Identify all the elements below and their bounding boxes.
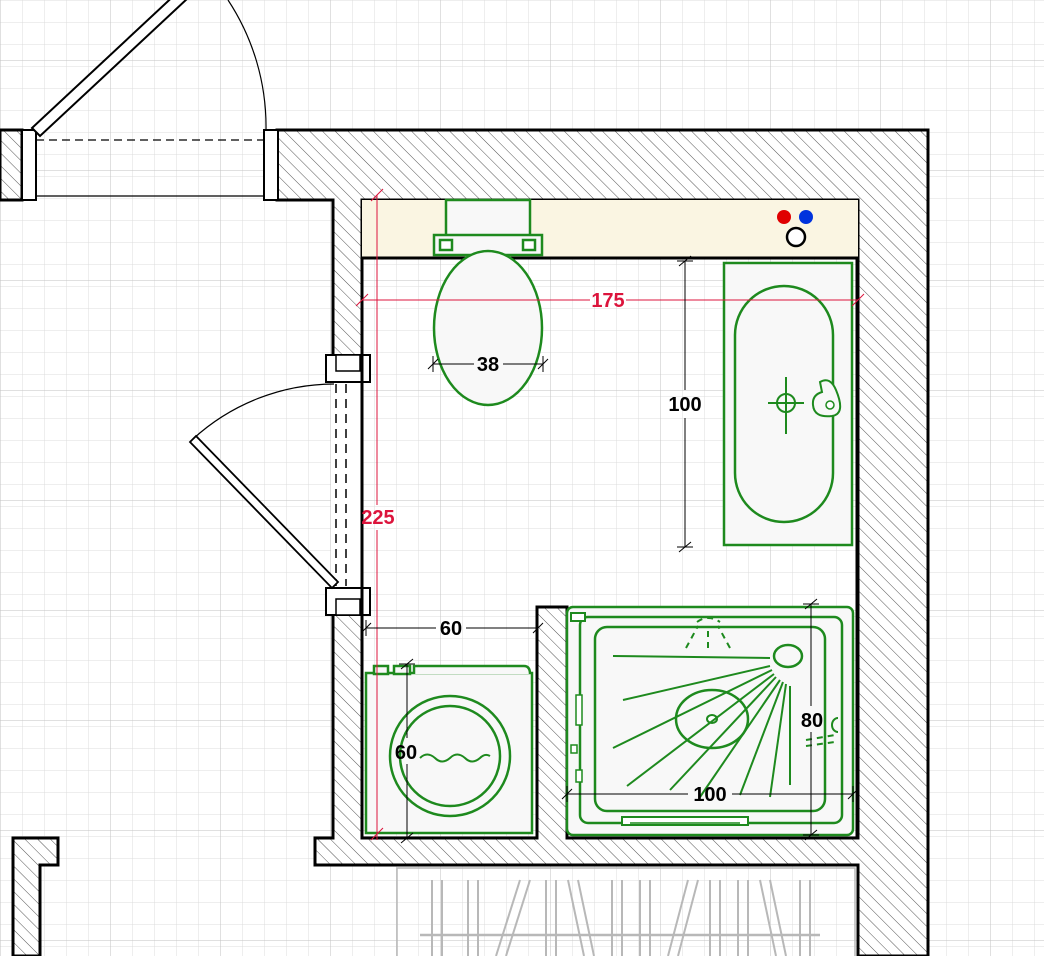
dimension-sink bbox=[677, 255, 693, 553]
washbasin-icon bbox=[722, 261, 854, 547]
washer-width-label: 60 bbox=[440, 618, 462, 640]
shower-width-label: 100 bbox=[693, 784, 726, 806]
sink-length-label: 100 bbox=[668, 394, 701, 416]
shower-depth-label: 80 bbox=[801, 710, 823, 732]
wall-top-left bbox=[0, 128, 24, 202]
dimension-room-height bbox=[370, 188, 384, 841]
dimension-lines bbox=[355, 188, 865, 844]
dimension-shower-depth bbox=[803, 598, 819, 841]
hot-water-supply-icon bbox=[777, 210, 791, 224]
room-width-label: 175 bbox=[591, 290, 624, 312]
water-supply bbox=[777, 210, 813, 248]
door-swing-arc bbox=[192, 383, 335, 440]
room-height-label: 225 bbox=[361, 507, 394, 529]
wardrobe-icon bbox=[396, 867, 856, 956]
dimension-room-width bbox=[355, 293, 865, 307]
washer-depth-label: 60 bbox=[395, 742, 417, 764]
top-door-leaf bbox=[30, 0, 188, 138]
shower-tray-icon bbox=[565, 605, 855, 837]
top-door-swing bbox=[227, 0, 267, 131]
walls bbox=[0, 128, 930, 956]
cold-water-supply-icon bbox=[799, 210, 813, 224]
drain-icon bbox=[785, 226, 807, 248]
dimension-washer-depth bbox=[399, 658, 415, 844]
door-leaf bbox=[188, 434, 340, 590]
washing-machine-icon bbox=[364, 664, 534, 835]
toilet-width-label: 38 bbox=[477, 354, 499, 376]
dimension-toilet bbox=[427, 356, 549, 372]
dimension-labels: 175 225 38 100 60 60 80 100 bbox=[361, 290, 823, 806]
dimension-washer-width bbox=[360, 620, 544, 636]
dimension-shower-width bbox=[561, 786, 859, 802]
toilet-icon bbox=[432, 198, 544, 407]
wall-bottom-left bbox=[11, 836, 60, 956]
top-door bbox=[0, 0, 279, 202]
